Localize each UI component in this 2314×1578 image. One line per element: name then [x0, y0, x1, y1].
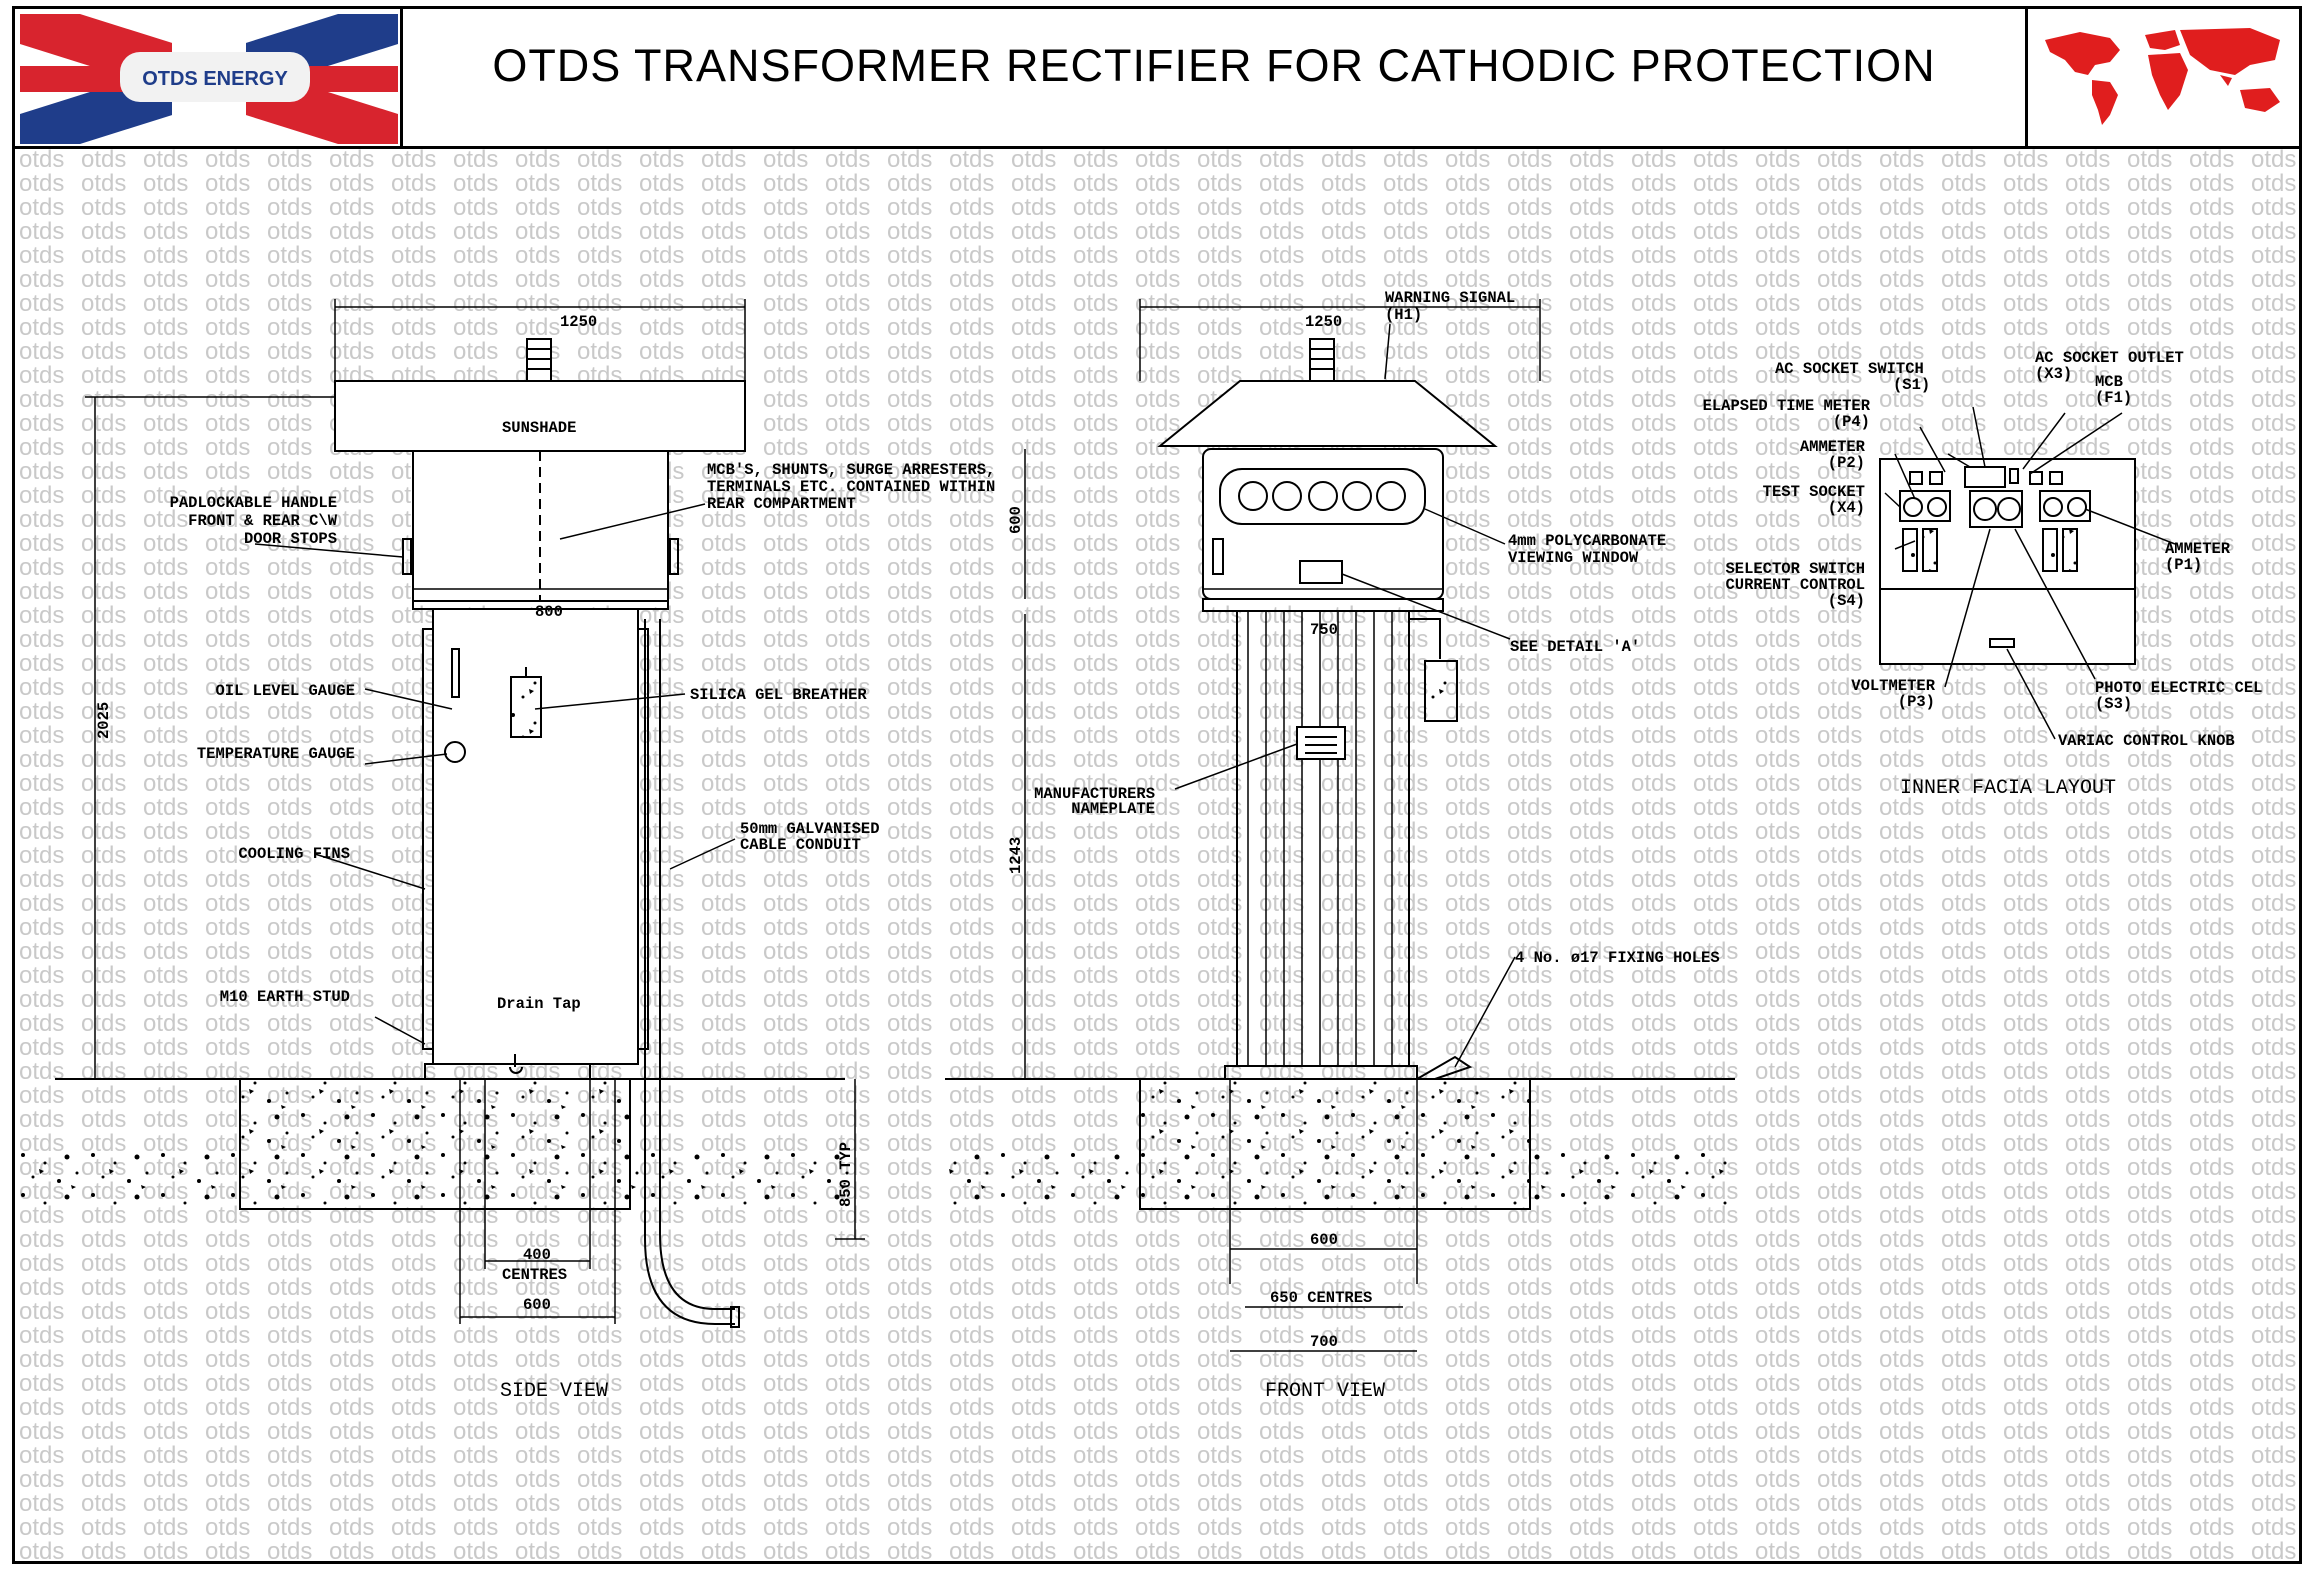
ammeter-p1-label-1: AMMETER: [2165, 540, 2231, 558]
side-dim-2025: 2025: [95, 702, 113, 739]
side-dim-800: 800: [535, 603, 563, 621]
front-sunshade: [1157, 380, 1498, 447]
temperature-gauge: [444, 741, 466, 763]
test-socket-label-1: TEST SOCKET: [1763, 483, 1865, 501]
silica-gel-breather: [510, 676, 542, 738]
cooling-fins-label: COOLING FINS: [238, 845, 350, 863]
voltmeter-label-2: (P3): [1898, 693, 1935, 711]
variac-label: VARIAC CONTROL KNOB: [2058, 732, 2235, 750]
detail-a-plate: [1299, 560, 1343, 584]
detail-label: SEE DETAIL 'A': [1510, 638, 1640, 656]
elapsed-label-2: (P4): [1833, 413, 1870, 431]
mcb-label-3: REAR COMPARTMENT: [707, 495, 856, 513]
photo-label-2: (S3): [2095, 695, 2132, 713]
photo-label-1: PHOTO ELECTRIC CEL: [2095, 679, 2262, 697]
front-dim-600-vert: 600: [1007, 506, 1025, 534]
front-dim-750: 750: [1310, 621, 1338, 639]
front-view-caption: FRONT VIEW: [1265, 1380, 1385, 1403]
facia-panel: [1879, 458, 2136, 665]
oil-gauge-label: OIL LEVEL GAUGE: [215, 682, 355, 700]
side-dim-850: 850 TYP: [837, 1142, 855, 1207]
mcb-facia-label-1: MCB: [2095, 373, 2123, 391]
selector-label-2: CURRENT CONTROL: [1725, 576, 1865, 594]
front-dim-650: 650 CENTRES: [1270, 1289, 1372, 1307]
selector-label-1: SELECTOR SWITCH: [1725, 560, 1865, 578]
side-dim-1250: 1250: [560, 313, 597, 331]
mcb-label-2: TERMINALS ETC. CONTAINED WITHIN: [707, 478, 995, 496]
ammeter-p2-label-2: (P2): [1828, 454, 1865, 472]
side-dim-600: 600: [523, 1296, 551, 1314]
side-centres: CENTRES: [502, 1266, 567, 1284]
logo-text: OTDS ENERGY: [142, 68, 288, 90]
drain-tap-label: Drain Tap: [497, 995, 581, 1013]
temp-gauge-label: TEMPERATURE GAUGE: [197, 745, 355, 763]
world-map-icon: [2045, 28, 2280, 125]
mcb-facia-label-2: (F1): [2095, 389, 2132, 407]
side-dim-400: 400: [523, 1246, 551, 1264]
padlock-label-1: PADLOCKABLE HANDLE: [170, 494, 337, 512]
ammeter-p1-label-2: (P1): [2165, 556, 2202, 574]
front-dim-1250: 1250: [1305, 313, 1342, 331]
title-block-divider: [12, 146, 2302, 149]
technical-drawing: otds: [15, 149, 2299, 1561]
front-dim-600: 600: [1310, 1231, 1338, 1249]
padlock-label-2: FRONT & REAR C\W: [188, 512, 338, 530]
ammeter-p2-label-1: AMMETER: [1800, 438, 1866, 456]
front-dim-1243: 1243: [1007, 837, 1025, 874]
test-socket-label-2: (X4): [1828, 499, 1865, 517]
cable-conduit: [644, 619, 735, 1325]
page-title: OTDS TRANSFORMER RECTIFIER FOR CATHODIC …: [492, 40, 1936, 91]
side-view: [15, 299, 865, 1328]
facia-caption: INNER FACIA LAYOUT: [1900, 777, 2116, 800]
side-view-caption: SIDE VIEW: [500, 1380, 608, 1403]
warning-label-2: (H1): [1385, 306, 1422, 324]
sunshade-label: SUNSHADE: [502, 419, 576, 437]
ac-outlet-label-2: (X3): [2035, 365, 2072, 383]
silica-label: SILICA GEL BREATHER: [690, 686, 867, 704]
cooling-fins: [1236, 610, 1410, 1067]
nameplate-label-1: MANUFACTURERS: [1034, 785, 1155, 803]
ac-switch-label-2: (S1): [1893, 376, 1930, 394]
earth-stud-label: M10 EARTH STUD: [220, 988, 350, 1006]
elapsed-label-1: ELAPSED TIME METER: [1703, 397, 1871, 415]
fixing-label: 4 No. ø17 FIXING HOLES: [1515, 949, 1720, 967]
window-label-2: VIEWING WINDOW: [1508, 549, 1639, 567]
mcb-label-1: MCB'S, SHUNTS, SURGE ARRESTERS,: [707, 461, 995, 479]
title-block-divider-right: [2025, 6, 2028, 149]
oil-level-gauge: [451, 648, 460, 698]
conduit-label-1: 50mm GALVANISED: [740, 820, 880, 838]
otds-energy-logo: OTDS ENERGY: [20, 14, 398, 144]
selector-label-3: (S4): [1828, 592, 1865, 610]
window-label-1: 4mm POLYCARBONATE: [1508, 532, 1666, 550]
front-view: [945, 299, 1735, 1352]
viewing-window: [1219, 468, 1426, 525]
ac-outlet-label-1: AC SOCKET OUTLET: [2035, 349, 2184, 367]
ac-switch-label-1: AC SOCKET SWITCH: [1775, 360, 1924, 378]
title-block-divider-left: [400, 6, 403, 149]
inner-facia: [1879, 406, 2176, 740]
sunshade: [334, 380, 746, 452]
nameplate-label-2: NAMEPLATE: [1071, 800, 1155, 818]
padlock-label-3: DOOR STOPS: [244, 530, 337, 548]
conduit-label-2: CABLE CONDUIT: [740, 836, 861, 854]
watermark-pattern: [15, 149, 2299, 1561]
warning-label-1: WARNING SIGNAL: [1385, 289, 1515, 307]
front-dim-700: 700: [1310, 1333, 1338, 1351]
manufacturers-nameplate: [1296, 726, 1346, 760]
variac-control-knob: [1989, 638, 2015, 648]
voltmeter-label-1: VOLTMETER: [1851, 677, 1935, 695]
